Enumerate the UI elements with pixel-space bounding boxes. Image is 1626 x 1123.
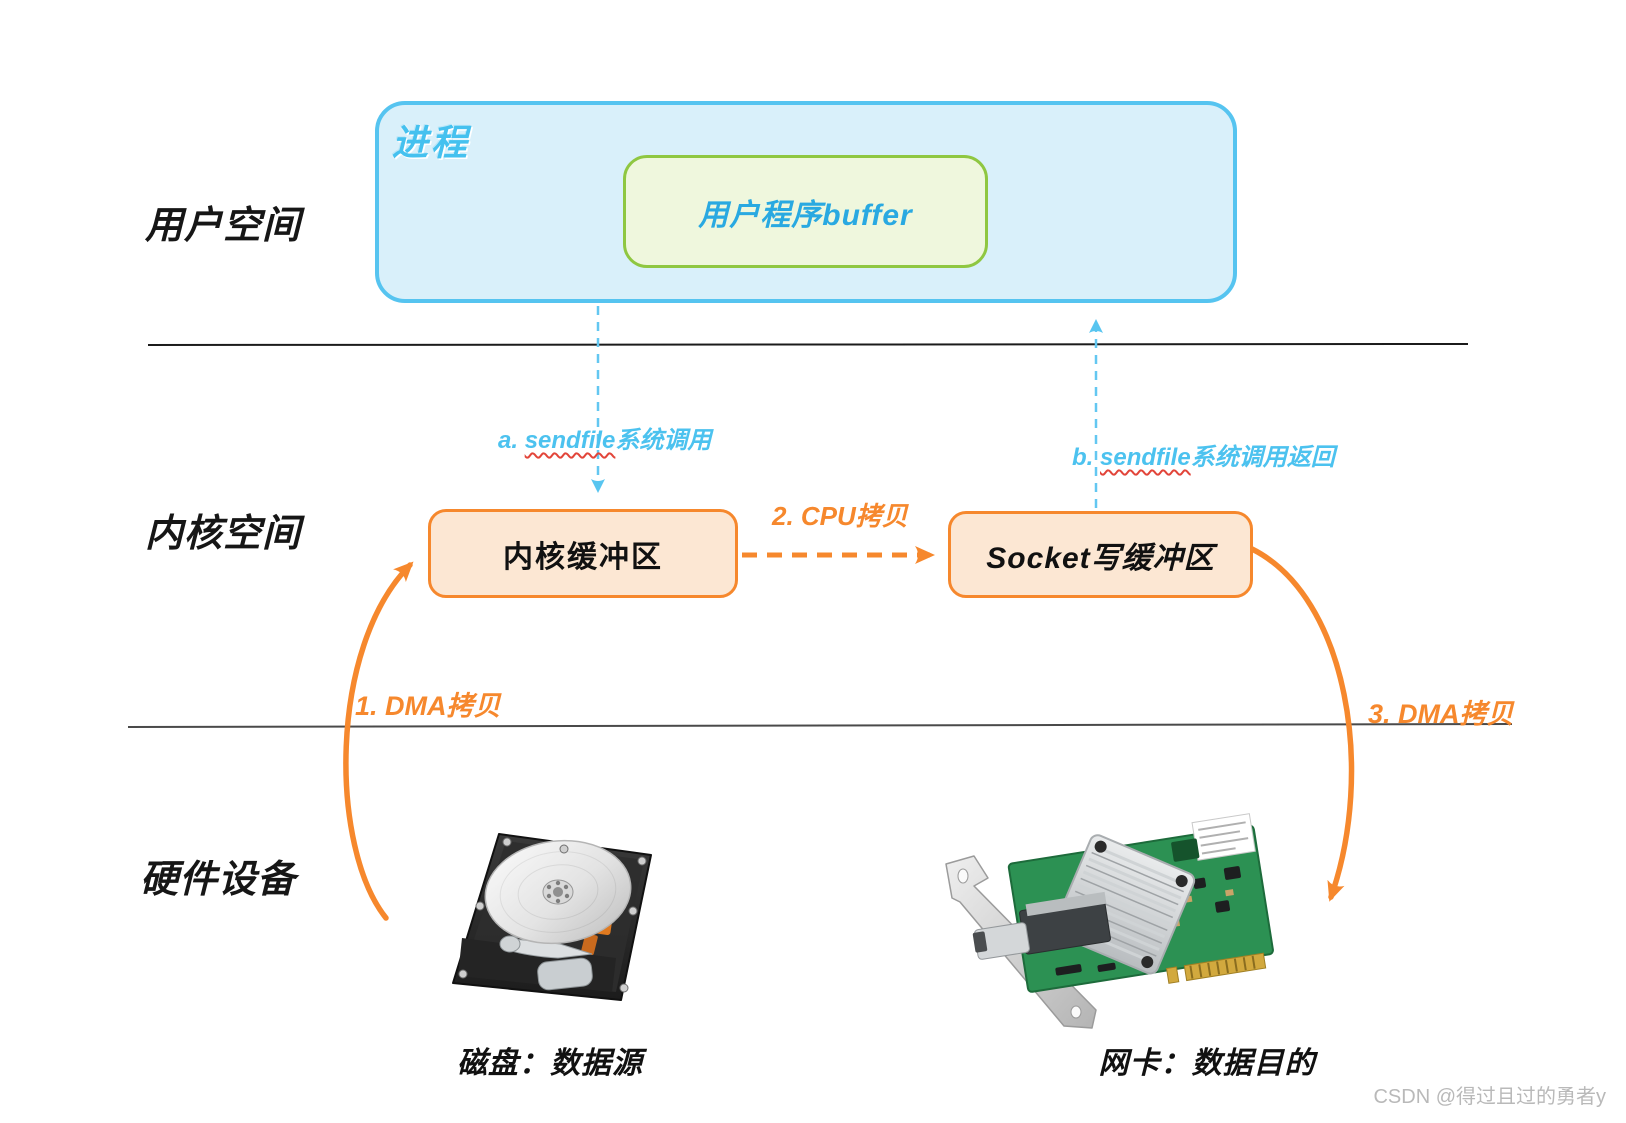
syscall-b-prefix: b. <box>1072 444 1100 471</box>
syscall-a-suffix: 系统调用 <box>615 427 712 454</box>
watermark: CSDN @得过且过的勇者y <box>1373 1086 1606 1108</box>
user-buffer-box: 用户程序buffer <box>623 155 988 268</box>
process-title: 进程 <box>392 122 471 163</box>
disk-caption: 磁盘：数据源 <box>457 1047 643 1080</box>
user-buffer-label: 用户程序buffer <box>698 198 913 232</box>
zone-label-user-space: 用户空间 <box>145 205 302 247</box>
socket-buffer-label: Socket写缓冲区 <box>986 541 1215 575</box>
syscall-a-keyword: sendfile <box>524 427 616 454</box>
syscall-b-label: b. sendfile系统调用返回 <box>1072 437 1335 472</box>
dma-copy-3-label: 3. DMA拷贝 <box>1368 699 1514 729</box>
socket-buffer-box: Socket写缓冲区 <box>948 511 1253 598</box>
network-card-image <box>930 786 1300 1031</box>
syscall-a-label: a. sendfile系统调用 <box>498 420 711 455</box>
zone-label-kernel-space: 内核空间 <box>145 513 302 555</box>
dma-copy-3-arrow <box>1249 546 1355 902</box>
hard-disk-image <box>440 788 660 1010</box>
syscall-b-keyword: sendfile <box>1100 444 1191 471</box>
separator-kernel-hardware <box>127 723 1513 728</box>
dma-copy-1-arrow <box>343 561 414 921</box>
zone-label-hardware: 硬件设备 <box>140 859 297 901</box>
nic-caption: 网卡：数据目的 <box>1098 1047 1316 1080</box>
syscall-b-suffix: 系统调用返回 <box>1190 444 1335 471</box>
kernel-buffer-box: 内核缓冲区 <box>428 509 738 598</box>
syscall-a-prefix: a. <box>498 427 525 454</box>
separator-user-kernel <box>147 343 1469 346</box>
dma-copy-1-label: 1. DMA拷贝 <box>355 691 501 721</box>
kernel-buffer-label: 内核缓冲区 <box>503 540 663 574</box>
cpu-copy-label: 2. CPU拷贝 <box>772 501 908 531</box>
